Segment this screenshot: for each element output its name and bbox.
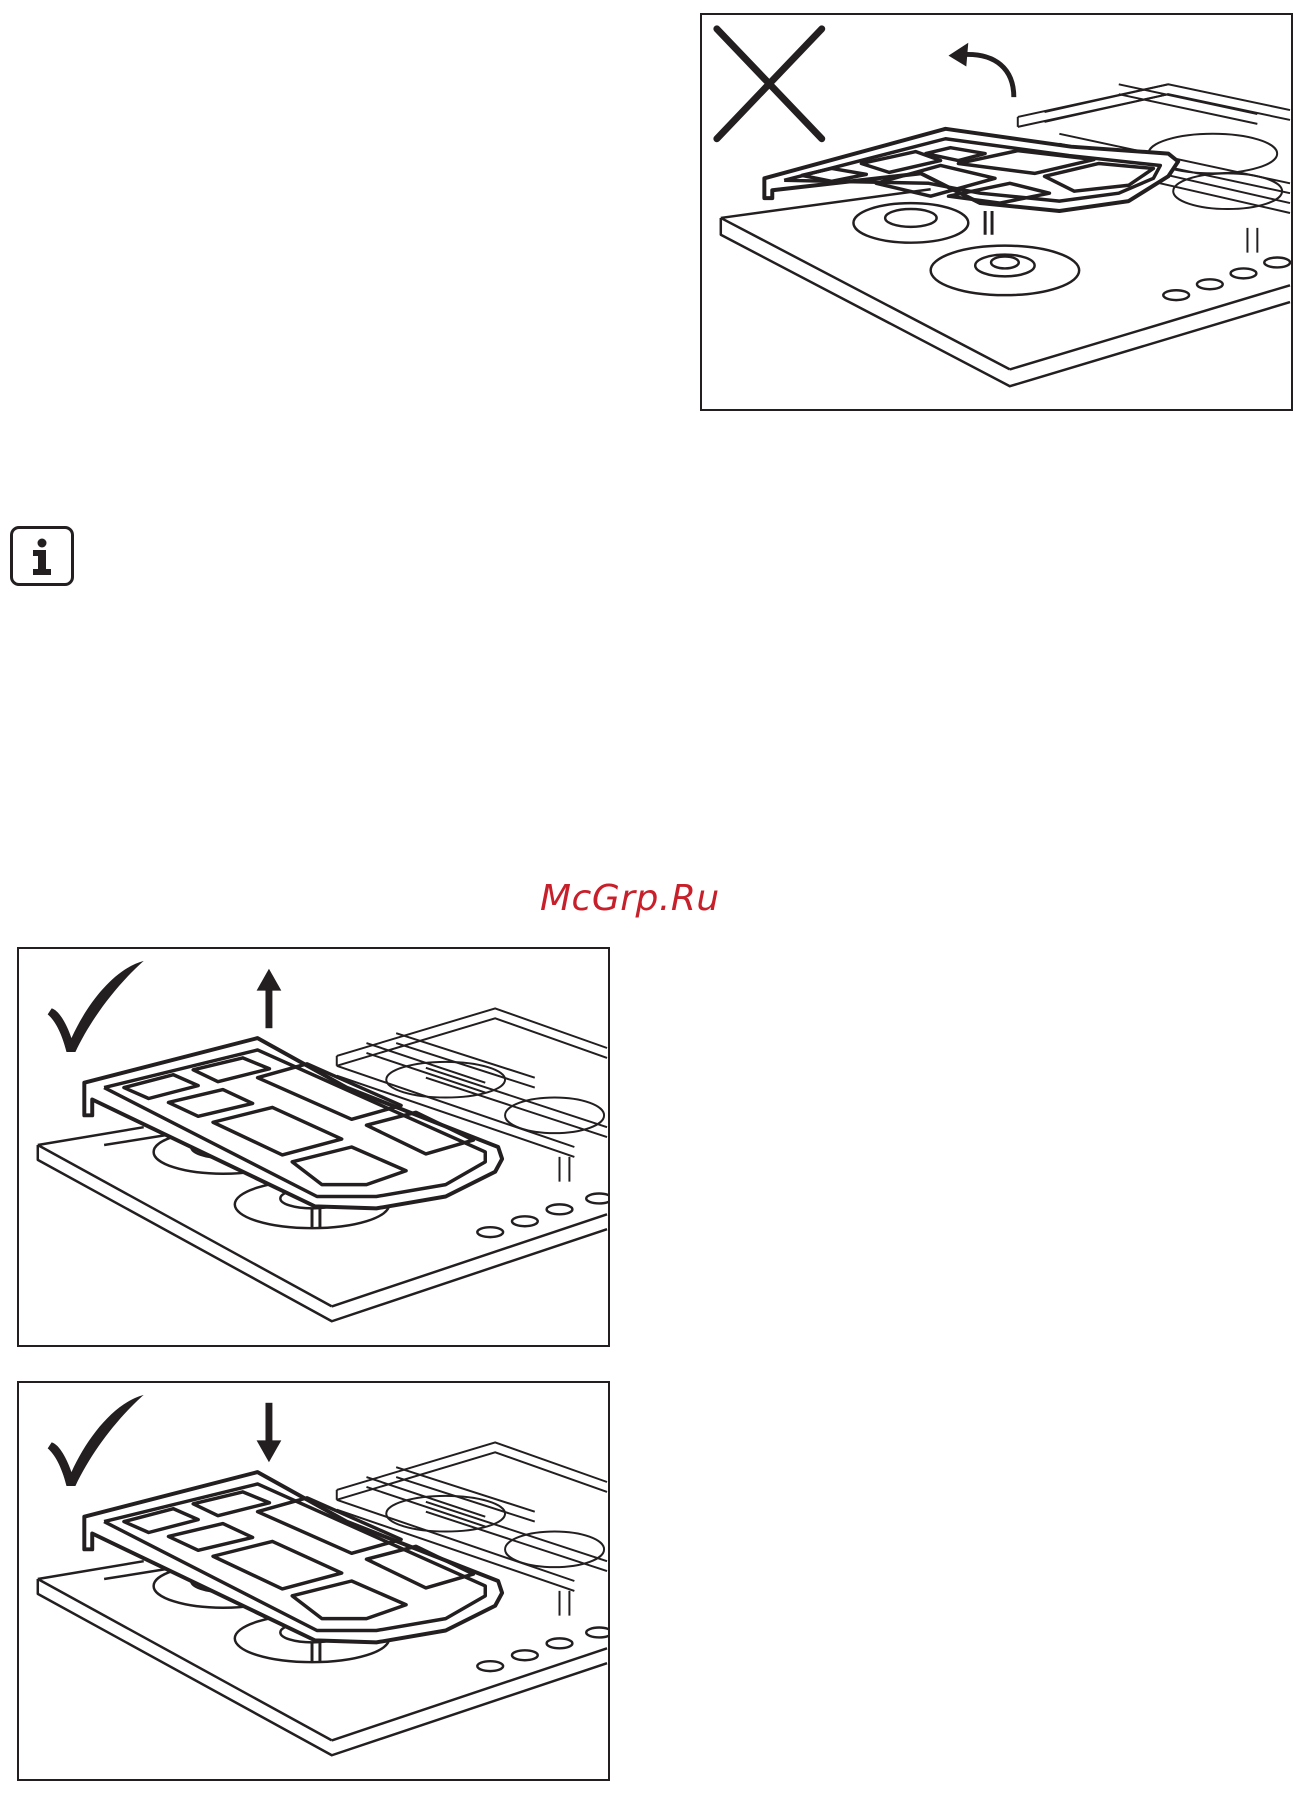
watermark-text: McGrp.Ru xyxy=(540,878,780,919)
check-mark-icon xyxy=(48,961,144,1052)
hob-illustration-tilted xyxy=(702,15,1291,409)
figure-wrong-removal xyxy=(700,13,1293,411)
figure-correct-lift xyxy=(17,947,610,1347)
arrow-up-icon xyxy=(257,969,282,1028)
hob-illustration-place xyxy=(19,1383,608,1779)
curved-arrow-icon xyxy=(948,43,1013,97)
info-icon xyxy=(10,526,74,586)
check-mark-icon xyxy=(48,1395,144,1486)
figure-correct-place xyxy=(17,1381,610,1781)
cross-mark-icon xyxy=(717,29,822,139)
arrow-down-icon xyxy=(257,1403,282,1462)
hob-illustration-lift xyxy=(19,949,608,1345)
